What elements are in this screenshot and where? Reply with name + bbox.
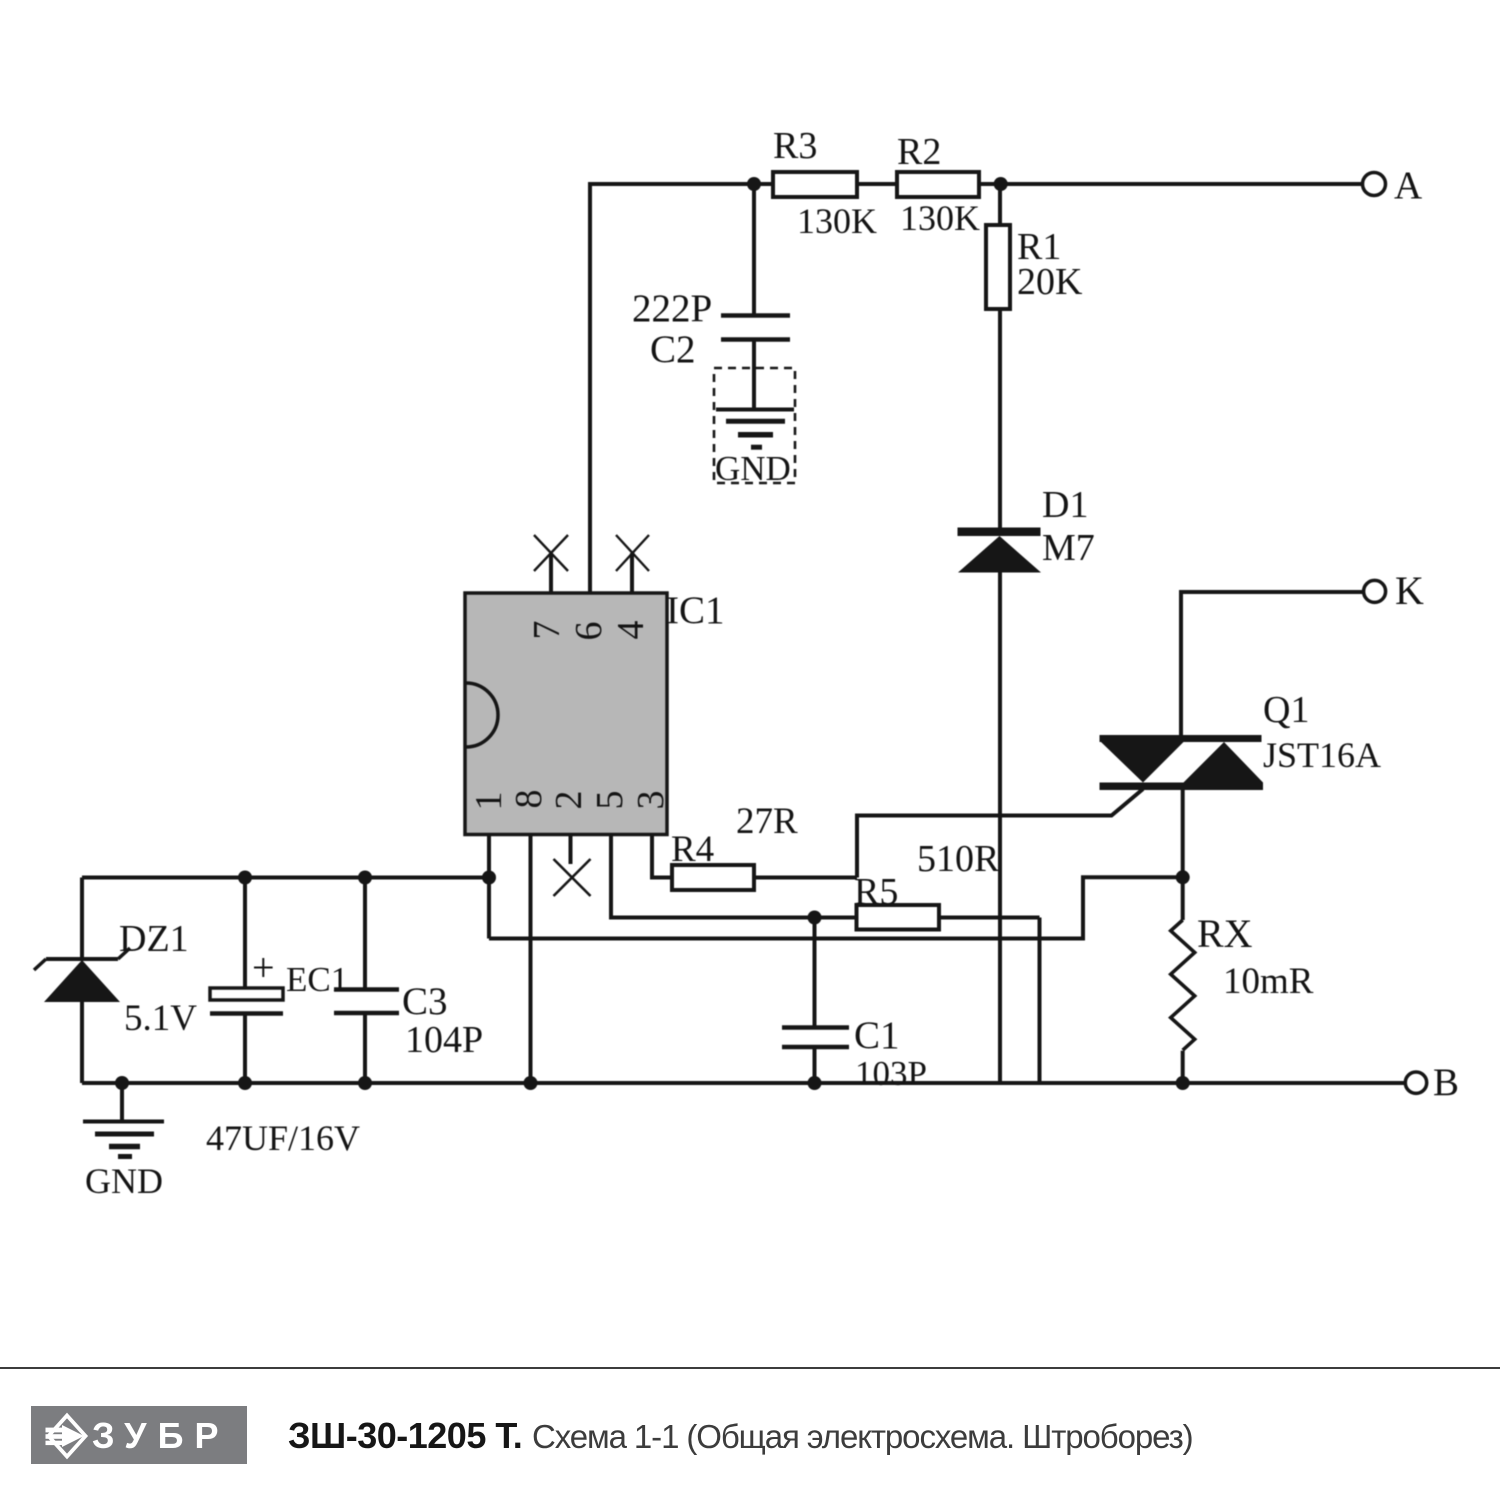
junction-dot [115,1076,129,1090]
ic1-notch [465,681,500,749]
footer-model: ЗШ-30-1205 Т. [288,1415,523,1456]
label-rx-value: 10mR [1223,961,1314,1002]
wire-pin5-r5 [609,835,815,920]
zubr-logo-text: ЗУБР [92,1415,230,1456]
dz1-hook-right [116,946,132,961]
label-terminal-b: B [1433,1061,1460,1104]
resistor-r3-body [771,170,859,199]
ic1-pin-8: 8 [508,789,550,809]
label-r4-name: R4 [671,829,715,870]
label-gnd: GND [85,1161,163,1201]
junction-dot [358,870,372,885]
junction-dot [1175,1076,1190,1090]
dz1-hook-left [32,957,48,972]
ec1-plus-icon: + [252,945,275,990]
label-c1-name: C1 [854,1014,900,1057]
wire-pin3-r4 [650,835,672,880]
label-d1-name: D1 [1042,484,1089,526]
terminal-a-circle [1360,170,1388,198]
footer-divider [0,1367,1500,1369]
label-c2-value: 222P [632,287,713,330]
label-d1-value: M7 [1042,527,1095,569]
ec1-plate-top [208,986,285,1002]
junction-dot [993,177,1008,191]
footer-subtitle: Схема 1-1 (Общая электросхема. Штроборез… [532,1418,1194,1455]
resistor-r1-body [984,223,1012,311]
junction-dot [1175,870,1190,885]
junction-dot [747,177,761,191]
label-r4-value: 27R [736,801,798,842]
d1-triangle [958,536,1041,573]
wire-gate [855,787,1145,878]
label-c1-value: 103P [855,1054,927,1093]
ic1-pin-7: 7 [526,620,568,640]
ic1-pin-1: 1 [468,791,510,811]
terminal-k-circle [1361,578,1388,605]
d1-cathode-bar [957,527,1041,536]
label-rx-name: RX [1197,911,1253,956]
q1-mt1-bar [1099,782,1263,790]
ic1-pin-5: 5 [589,790,631,810]
pin7-x-2 [533,534,569,572]
pin2-x-2 [552,858,592,897]
q1-mt2-bar [1099,735,1262,742]
ic1-pin-4: 4 [610,620,652,640]
junction-dot [358,1076,372,1090]
label-ic1: IC1 [666,589,725,632]
terminal-b-circle [1403,1070,1429,1096]
label-r5-value: 510R [917,838,1000,880]
label-r1-value: 20K [1017,261,1083,303]
label-c3-value: 104P [405,1019,484,1061]
label-r3-value: 130K [797,201,877,241]
ic1-pin-2: 2 [548,790,590,810]
label-ec1-value: 47UF/16V [206,1118,361,1158]
pin4-x-2 [615,534,650,572]
label-c2-gnd: GND [715,449,791,488]
label-dz1-name: DZ1 [119,918,189,960]
dz1-triangle [44,960,120,1002]
label-r2-name: R2 [897,131,942,173]
label-r3-name: R3 [773,125,818,167]
label-c2-name: C2 [650,328,696,371]
label-r1-name: R1 [1017,226,1062,268]
junction-dot [807,1076,822,1090]
wire-terminal-k [1179,590,1364,736]
label-q1-name: Q1 [1263,689,1310,731]
label-terminal-k: K [1395,568,1424,613]
label-r5-name: R5 [854,871,899,913]
resistor-r2-body [895,170,981,199]
label-dz1-value: 5.1V [124,998,197,1039]
junction-dot [482,870,496,885]
q1-triangle-left [1101,742,1184,783]
junction-dot [238,1076,252,1090]
wire-pin6-top-rail [588,182,773,593]
ic1-pin-6: 6 [568,621,610,641]
label-terminal-a: A [1394,164,1423,207]
label-ec1-name: EC1 [286,960,349,999]
junction-dot [807,910,822,925]
junction-dot [523,1076,538,1090]
wire-sense [489,875,1183,941]
junction-dot [238,870,252,885]
label-q1-value: JST16A [1263,735,1382,775]
rx-zigzag [1168,918,1198,1052]
label-c3-name: C3 [402,980,448,1023]
ic1-pin-3: 3 [630,790,672,810]
q1-triangle-right [1183,742,1263,783]
label-r2-value: 130K [900,198,980,238]
